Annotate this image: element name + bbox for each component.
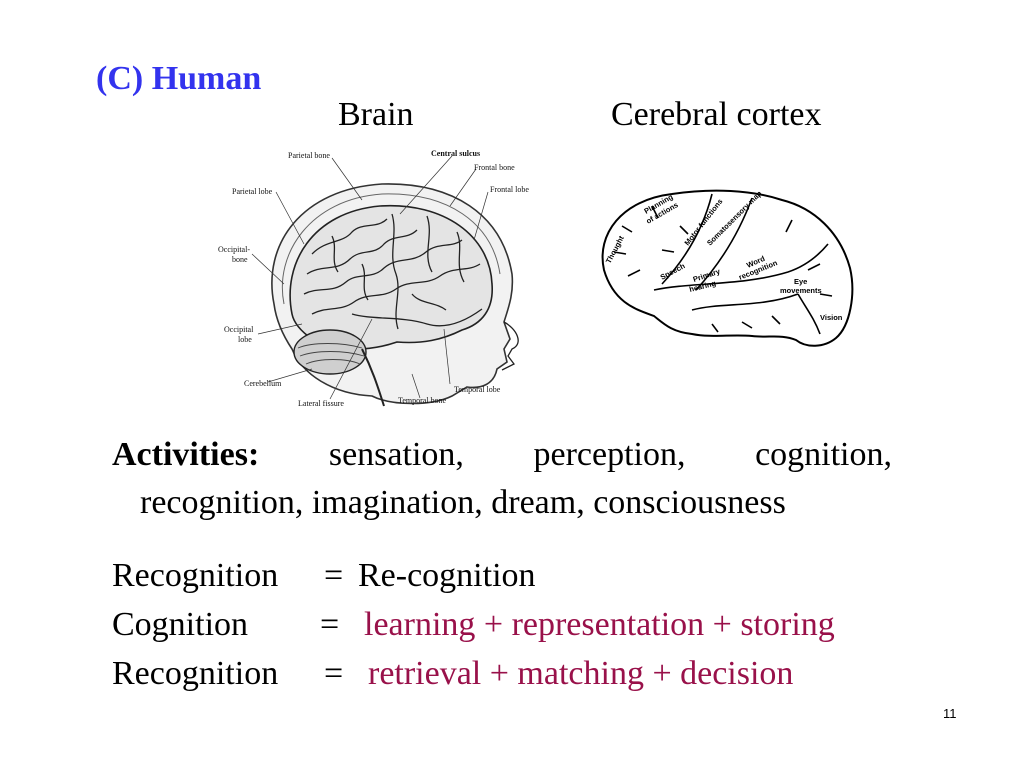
page-number: 11 bbox=[943, 706, 957, 721]
label-occipital-bone-1: Occipital- bbox=[218, 245, 250, 254]
label-occipital-bone-2: bone bbox=[232, 255, 248, 264]
activity-item: sensation, bbox=[328, 436, 464, 473]
label-frontal-lobe: Frontal lobe bbox=[490, 185, 529, 194]
equation-definition: Re-cognition bbox=[358, 557, 536, 594]
label-cerebellum: Cerebellum bbox=[244, 379, 282, 388]
face-profile bbox=[501, 321, 519, 371]
cerebellum-shape bbox=[293, 329, 367, 375]
equation-definition: learning + representation + storing bbox=[364, 606, 835, 643]
label-parietal-lobe: Parietal lobe bbox=[232, 187, 273, 196]
activities-label: Activities: bbox=[112, 436, 260, 473]
cortex-label-movements: movements bbox=[780, 286, 822, 295]
cortex-column-title: Cerebral cortex bbox=[611, 96, 822, 133]
activities-line-1: Activities: sensation, perception, cogni… bbox=[112, 436, 892, 474]
label-temporal-lobe: Temporal lobe bbox=[454, 385, 501, 394]
equals-sign: = bbox=[324, 557, 344, 594]
slide-heading: (C) Human bbox=[96, 60, 262, 97]
equation-definition: retrieval + matching + decision bbox=[368, 655, 794, 692]
activities-line-2: recognition, imagination, dream, conscio… bbox=[140, 484, 786, 521]
brain-column-title: Brain bbox=[338, 96, 414, 133]
brain-illustration: Parietal bone Central sulcus Frontal bon… bbox=[218, 149, 529, 408]
label-occipital-lobe-1: Occipital bbox=[224, 325, 254, 334]
activity-item: cognition, bbox=[755, 436, 892, 473]
label-central-sulcus: Central sulcus bbox=[431, 149, 480, 158]
label-temporal-bone: Temporal bone bbox=[398, 396, 447, 405]
activity-item: perception, bbox=[533, 436, 686, 473]
cortex-outline bbox=[601, 189, 854, 347]
equation-term: Cognition bbox=[112, 606, 249, 643]
equation-term: Recognition bbox=[112, 557, 279, 594]
equation-term: Recognition bbox=[112, 655, 279, 692]
cortex-illustration: Thought Planning of actions Motor functi… bbox=[601, 189, 854, 347]
cortex-label-eye: Eye bbox=[794, 277, 807, 286]
equals-sign: = bbox=[324, 655, 344, 692]
equals-sign: = bbox=[320, 606, 340, 643]
label-frontal-bone: Frontal bone bbox=[474, 163, 515, 172]
label-parietal-bone: Parietal bone bbox=[288, 151, 330, 160]
cortex-label-vision: Vision bbox=[820, 313, 843, 322]
label-occipital-lobe-2: lobe bbox=[238, 335, 252, 344]
label-lateral-fissure: Lateral fissure bbox=[298, 399, 344, 408]
